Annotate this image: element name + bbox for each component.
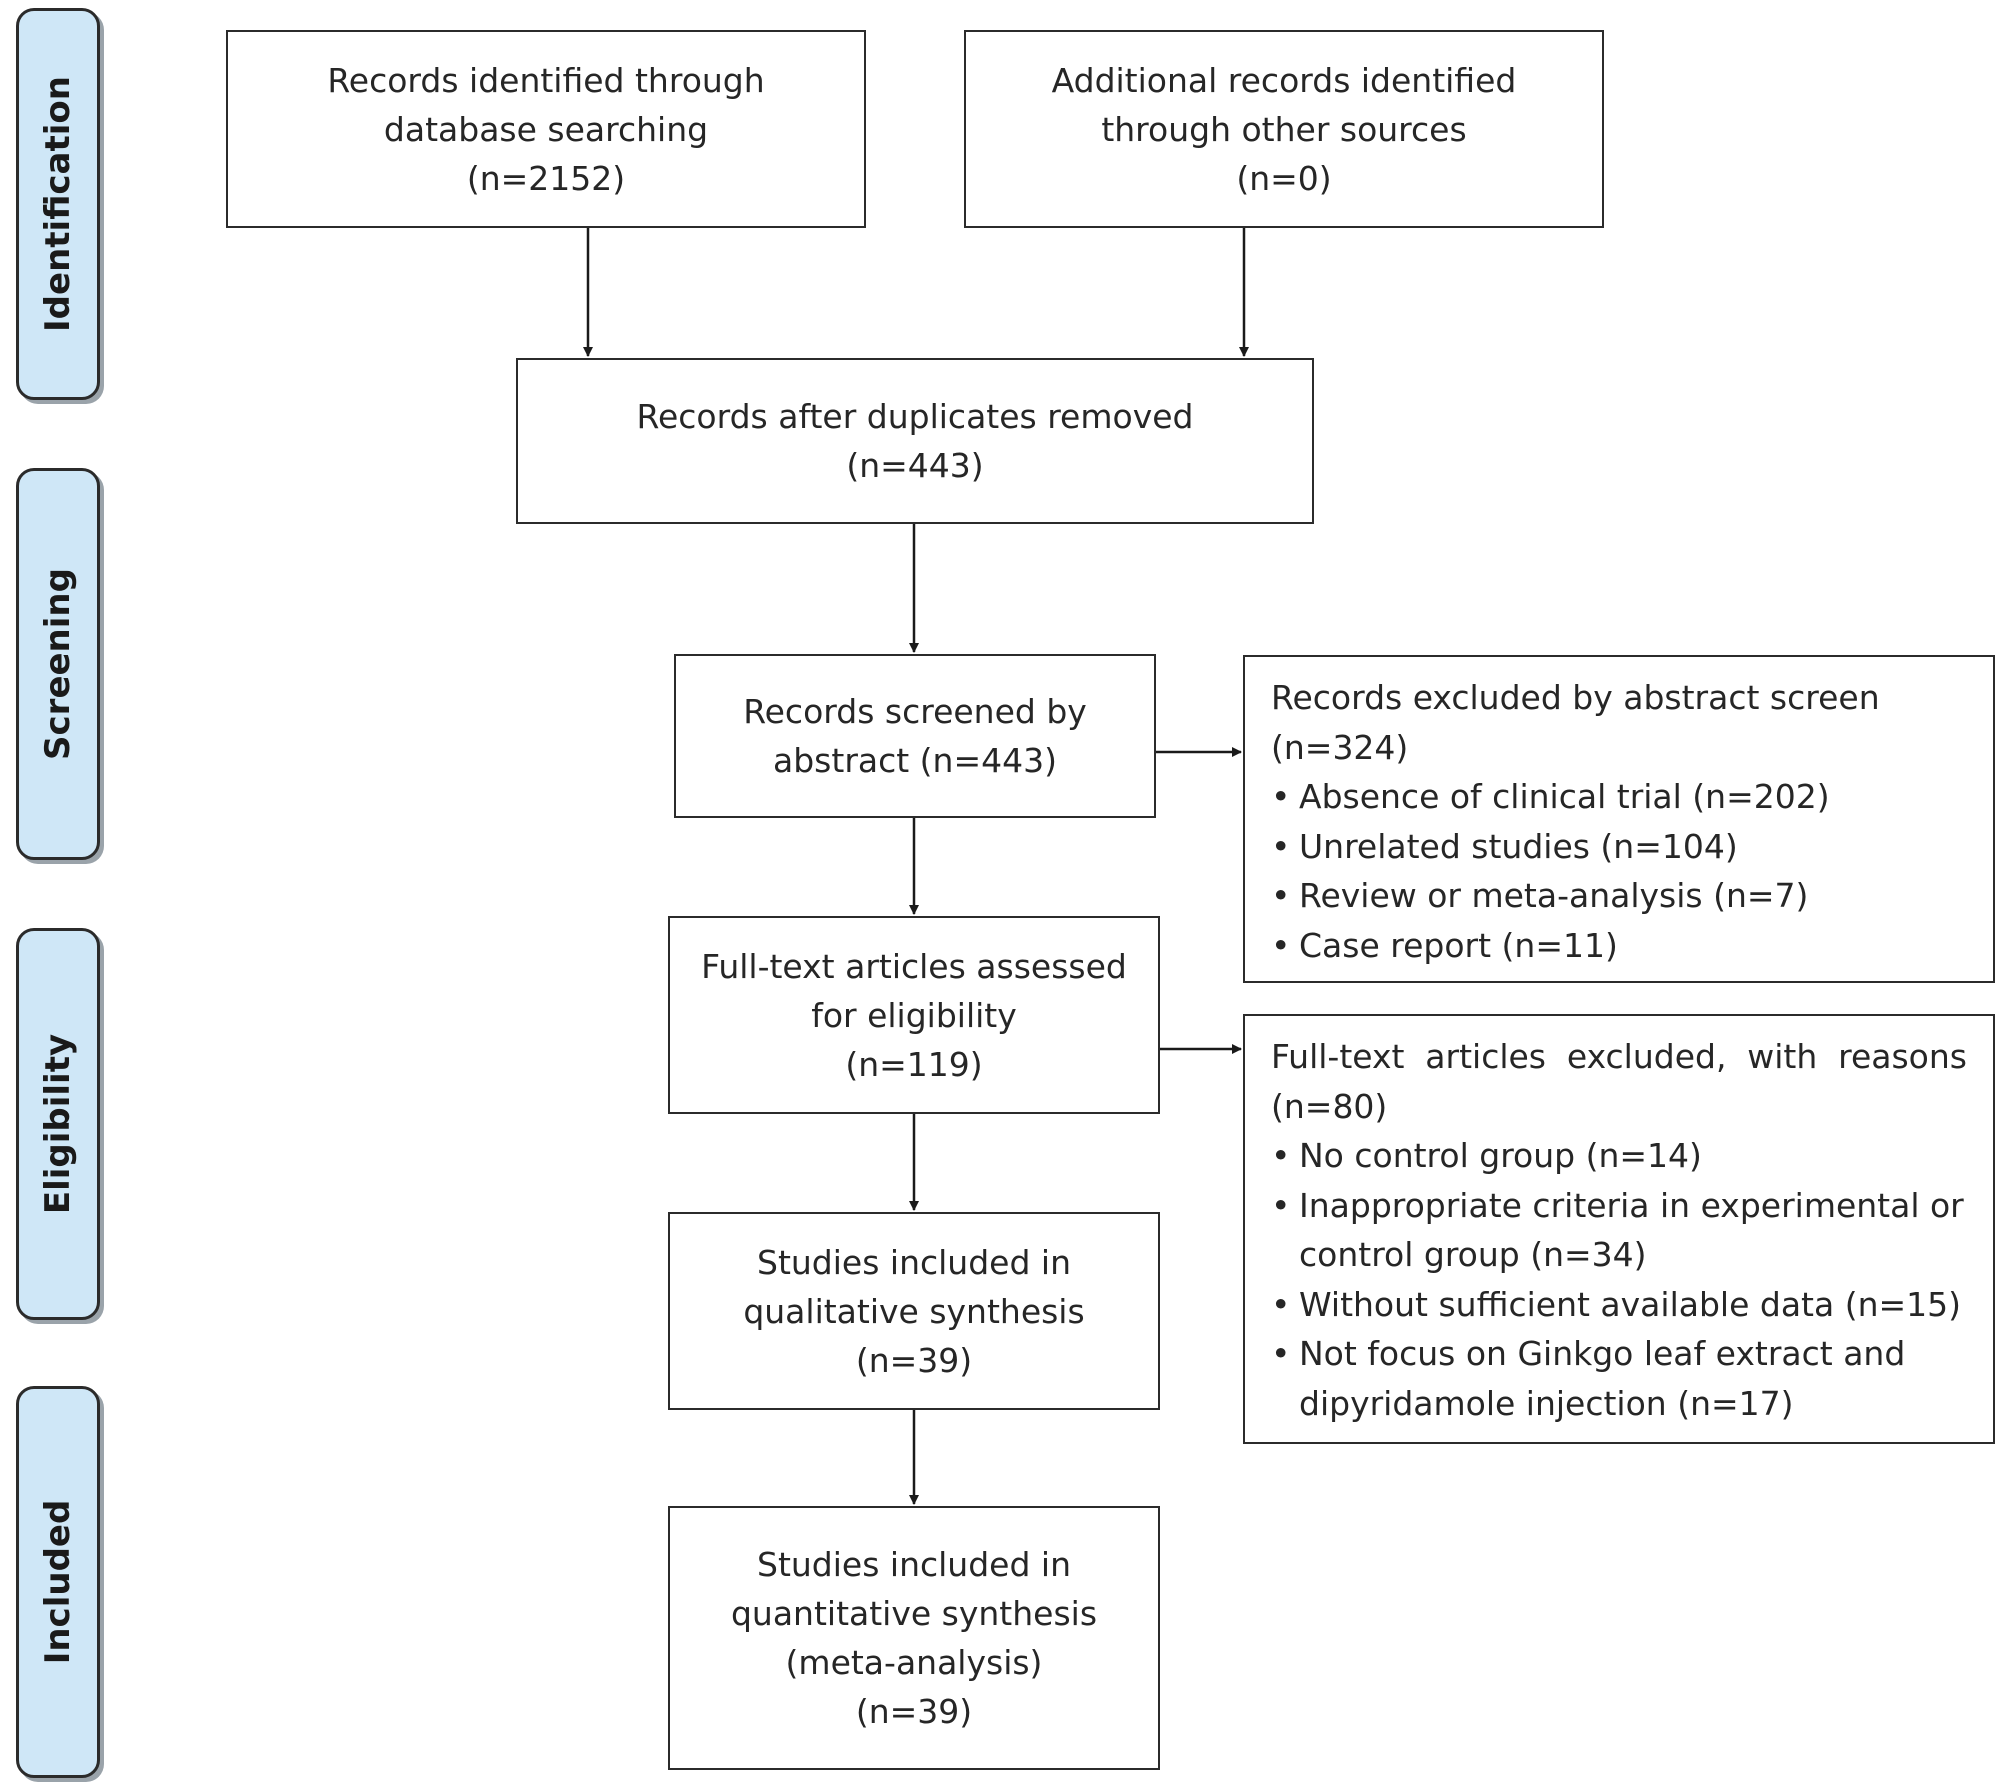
records-after-duplicates-box: Records after duplicates removed (n=443) [516, 358, 1314, 524]
fulltext-excluded-title: Full-text articles excluded, with reason… [1271, 1032, 1967, 1082]
title-word: excluded, [1566, 1037, 1727, 1076]
stage-identification: Identification [16, 8, 100, 400]
box-line: Records after duplicates removed [636, 397, 1194, 436]
list-item-line: Not focus on Ginkgo leaf extract and [1299, 1334, 1906, 1373]
box-line: qualitative synthesis [743, 1291, 1085, 1331]
list-item: Not focus on Ginkgo leaf extract and dipy… [1271, 1329, 1967, 1428]
box-line: Studies included in [757, 1545, 1071, 1584]
fulltext-assessed-box: Full-text articles assessed for eligibil… [668, 916, 1160, 1114]
box-count: (n=443) [846, 446, 984, 485]
records-excluded-abstract-box: Records excluded by abstract screen (n=3… [1243, 655, 1995, 983]
box-line: Additional records identified [1051, 60, 1517, 100]
list-item: No control group (n=14) [1271, 1131, 1967, 1181]
title-word: reasons [1838, 1037, 1967, 1076]
list-item: Inappropriate criteria in experimental o… [1271, 1181, 1967, 1280]
fulltext-excluded-list: No control group (n=14) Inappropriate cr… [1271, 1131, 1967, 1428]
list-item: Unrelated studies (n=104) [1271, 822, 1967, 872]
records-screened-box: Records screened by abstract (n=443) [674, 654, 1156, 818]
box-line: Records identified through [327, 60, 765, 100]
box-line: Full-text articles assessed [701, 946, 1127, 986]
title-word: with [1747, 1037, 1818, 1076]
qualitative-synthesis-box: Studies included in qualitative synthesi… [668, 1212, 1160, 1410]
box-line: abstract (n=443) [773, 741, 1057, 780]
box-line: Studies included in [757, 1242, 1071, 1282]
excluded-abstract-count: (n=324) [1271, 727, 1409, 767]
stage-screening-label: Screening [38, 568, 78, 760]
title-word: Full-text [1271, 1037, 1405, 1076]
excluded-abstract-title: Records excluded by abstract screen [1271, 678, 1880, 717]
box-line: Records screened by [743, 692, 1087, 731]
list-item-line: control group (n=34) [1299, 1235, 1647, 1274]
box-count: (n=39) [855, 1340, 973, 1380]
fulltext-excluded-box: Full-text articles excluded, with reason… [1243, 1014, 1995, 1444]
box-count: (n=2152) [466, 158, 626, 198]
list-item: Without sufficient available data (n=15) [1271, 1280, 1967, 1330]
stage-screening: Screening [16, 468, 100, 860]
stage-included-label: Included [38, 1499, 78, 1665]
box-line: quantitative synthesis [730, 1594, 1098, 1633]
list-item-line: No control group (n=14) [1299, 1136, 1702, 1175]
box-count: (n=39) [855, 1692, 973, 1731]
list-item: Case report (n=11) [1271, 921, 1967, 971]
box-line: for eligibility [811, 995, 1017, 1035]
excluded-abstract-list: Absence of clinical trial (n=202) Unrela… [1271, 772, 1967, 970]
stage-identification-label: Identification [38, 76, 78, 332]
box-count: (n=119) [845, 1044, 983, 1084]
stage-eligibility-label: Eligibility [38, 1033, 78, 1215]
title-word: articles [1425, 1037, 1547, 1076]
box-line: through other sources [1101, 109, 1467, 149]
box-line: (meta-analysis) [785, 1643, 1043, 1682]
box-line: database searching [383, 109, 709, 149]
list-item: Review or meta-analysis (n=7) [1271, 871, 1967, 921]
list-item-line: Without sufficient available data (n=15) [1299, 1284, 1961, 1324]
quantitative-synthesis-box: Studies included in quantitative synthes… [668, 1506, 1160, 1770]
fulltext-excluded-count: (n=80) [1271, 1086, 1388, 1126]
list-item-line: Inappropriate criteria in experimental o… [1299, 1185, 1964, 1225]
list-item-line: dipyridamole injection (n=17) [1299, 1383, 1794, 1423]
box-count: (n=0) [1236, 158, 1332, 198]
records-identified-database-box: Records identified through database sear… [226, 30, 866, 228]
stage-eligibility: Eligibility [16, 928, 100, 1320]
additional-records-box: Additional records identified through ot… [964, 30, 1604, 228]
stage-included: Included [16, 1386, 100, 1778]
list-item: Absence of clinical trial (n=202) [1271, 772, 1967, 822]
